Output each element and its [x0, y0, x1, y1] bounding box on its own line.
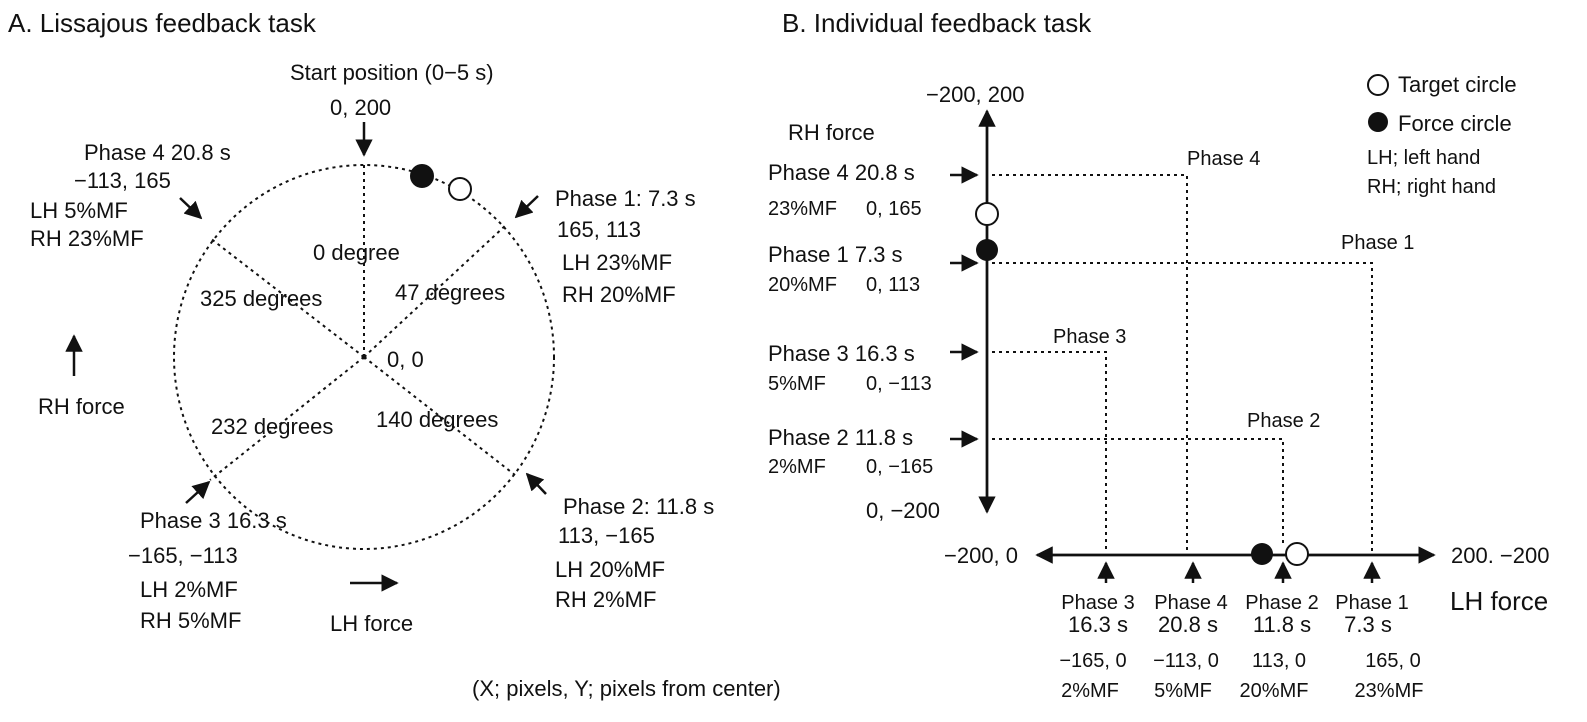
- phase2-rh: RH 2%MF: [555, 587, 656, 612]
- lh-force-axis-label: LH force: [1450, 586, 1548, 616]
- panel-a: A. Lissajous feedback task Start positio…: [8, 8, 781, 701]
- connector-phase1: [992, 262, 1373, 553]
- phase2-coord: 113, −165: [558, 523, 655, 548]
- center-dot: [361, 354, 367, 360]
- start-position-label: Start position (0−5 s): [290, 60, 494, 85]
- bottom-phase2-coord: 113, 0: [1252, 650, 1306, 672]
- phase1-coord: 165, 113: [557, 217, 641, 242]
- lissajous-circle: [173, 164, 555, 550]
- target-circle: [448, 177, 472, 201]
- panel-b-title: B. Individual feedback task: [782, 8, 1092, 38]
- phase4-arrow: [179, 197, 203, 220]
- phase4-coord: −113, 165: [74, 168, 171, 193]
- phase2-lh: LH 20%MF: [555, 557, 665, 582]
- bottom-phase1-pct: 23%MF: [1355, 680, 1424, 702]
- left-phase3-coord: 0, −113: [866, 373, 932, 395]
- left-phase2-coord: 0, −165: [866, 456, 933, 478]
- left-phase4-title: Phase 4 20.8 s: [768, 160, 915, 185]
- phase3-title: Phase 3 16.3 s: [140, 508, 287, 533]
- bottom-phase1-label: Phase 1: [1335, 592, 1408, 614]
- left-phase3-title: Phase 3 16.3 s: [768, 341, 915, 366]
- legend-target-circle-icon: [1367, 74, 1389, 96]
- left-phase4-coord: 0, 165: [866, 198, 922, 220]
- bottom-phase3-label: Phase 3: [1061, 592, 1134, 614]
- footnote: (X; pixels, Y; pixels from center): [472, 676, 781, 701]
- vertical-target-circle: [975, 202, 999, 226]
- rh-force-label: RH force: [38, 394, 125, 419]
- legend-force-circle-icon: [1368, 112, 1388, 132]
- bottom-phase2-time: 11.8 s: [1253, 612, 1311, 637]
- bottom-phase1-coord: 165, 0: [1365, 650, 1421, 672]
- horizontal-force-circle: [1251, 543, 1273, 565]
- bottom-phase1-time: 7.3 s: [1344, 612, 1392, 637]
- bottom-phase3-time: 16.3 s: [1068, 612, 1128, 637]
- connector-phase4: [992, 174, 1188, 553]
- rh-force-axis-label: RH force: [788, 120, 875, 145]
- phase1-lh: LH 23%MF: [562, 250, 672, 275]
- legend-lh-def: LH; left hand: [1367, 147, 1480, 169]
- center-coord: 0, 0: [387, 347, 424, 372]
- phase1-rh: RH 20%MF: [562, 282, 676, 307]
- left-phase2-pct: 2%MF: [768, 456, 826, 478]
- phase1-arrow: [514, 195, 539, 219]
- phase3-lh: LH 2%MF: [140, 577, 238, 602]
- bottom-phase3-pct: 2%MF: [1061, 680, 1119, 702]
- radius-325-degrees: [209, 237, 365, 358]
- vertical-force-circle: [976, 239, 998, 261]
- bottom-phase4-pct: 5%MF: [1154, 680, 1212, 702]
- bottom-phase4-label: Phase 4: [1154, 592, 1227, 614]
- start-coord: 0, 200: [330, 95, 391, 120]
- phase4-title: Phase 4 20.8 s: [84, 140, 231, 165]
- phase1-title: Phase 1: 7.3 s: [555, 186, 696, 211]
- panel-a-title: A. Lissajous feedback task: [8, 8, 317, 38]
- phase3-coord: −165, −113: [128, 543, 238, 568]
- lh-force-label: LH force: [330, 611, 413, 636]
- legend-target-label: Target circle: [1398, 72, 1517, 97]
- panel-b: B. Individual feedback task Target circl…: [768, 8, 1549, 702]
- legend-force-label: Force circle: [1398, 111, 1512, 136]
- line-label-phase4: Phase 4: [1187, 148, 1260, 170]
- left-phase1-pct: 20%MF: [768, 274, 837, 296]
- line-label-phase1: Phase 1: [1341, 232, 1414, 254]
- phase4-lh: LH 5%MF: [30, 198, 128, 223]
- x-axis-right-label: 200. −200: [1451, 543, 1549, 568]
- y-axis-top-label: −200, 200: [926, 82, 1024, 107]
- angle-232-label: 232 degrees: [211, 414, 333, 439]
- phase3-rh: RH 5%MF: [140, 608, 241, 633]
- angle-140-label: 140 degrees: [376, 407, 498, 432]
- left-phase3-pct: 5%MF: [768, 373, 826, 395]
- phase4-rh: RH 23%MF: [30, 226, 144, 251]
- radius-47-degrees: [363, 224, 507, 358]
- line-label-phase2: Phase 2: [1247, 410, 1320, 432]
- left-phase4-pct: 23%MF: [768, 198, 837, 220]
- left-phase1-title: Phase 1 7.3 s: [768, 242, 903, 267]
- left-phase1-coord: 0, 113: [866, 274, 920, 296]
- horizontal-target-circle: [1285, 542, 1309, 566]
- left-phase2-title: Phase 2 11.8 s: [768, 425, 913, 450]
- bottom-phase4-time: 20.8 s: [1158, 612, 1218, 637]
- angle-0-label: 0 degree: [313, 240, 400, 265]
- phase2-arrow: [525, 472, 547, 495]
- radius-232-degrees: [209, 356, 365, 481]
- connector-phase2: [992, 438, 1284, 545]
- bottom-phase3-coord: −165, 0: [1059, 650, 1126, 672]
- phase2-title: Phase 2: 11.8 s: [563, 494, 714, 519]
- bottom-phase2-label: Phase 2: [1245, 592, 1318, 614]
- x-axis-left-label: −200, 0: [944, 543, 1018, 568]
- line-label-phase3: Phase 3: [1053, 326, 1126, 348]
- legend-rh-def: RH; right hand: [1367, 176, 1496, 198]
- connector-phase3: [992, 351, 1107, 553]
- phase3-arrow: [185, 480, 211, 504]
- y-axis-bottom-label: 0, −200: [866, 498, 940, 523]
- bottom-phase2-pct: 20%MF: [1240, 680, 1309, 702]
- angle-325-label: 325 degrees: [200, 286, 322, 311]
- angle-47-label: 47 degrees: [395, 280, 505, 305]
- bottom-phase4-coord: −113, 0: [1153, 650, 1219, 672]
- force-circle: [410, 164, 434, 188]
